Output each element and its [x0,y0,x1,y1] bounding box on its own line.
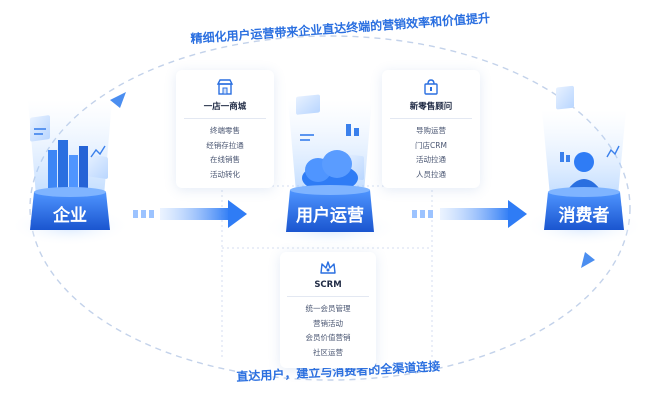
advisor-card: 新零售顾问 导购运营 门店CRM 活动拉通 人员拉通 [382,70,480,188]
mall-card-list: 终端零售 经销存拉通 在线销售 活动转化 [176,124,274,182]
advisor-card-list: 导购运营 门店CRM 活动拉通 人员拉通 [382,124,480,182]
scrm-card-list: 统一会员管理 营销活动 会员价值营销 社区运营 [280,302,376,360]
bottom-curve-arrowhead [581,252,595,268]
mall-card-title: 一店一商城 [203,102,247,112]
platform-label: 用户运营 [296,206,364,226]
list-item: 活动拉通 [416,155,446,164]
platform-node [262,94,398,248]
list-item: 统一会员管理 [305,304,351,313]
list-item: 导购运营 [416,126,446,135]
list-item: 终端零售 [210,126,240,135]
list-item: 会员价值营销 [305,333,351,342]
flow-arrow-left [133,200,247,228]
list-item: 社区运营 [313,347,343,357]
outer-dashed-ring [29,35,631,381]
store-icon [216,79,234,95]
list-item: 活动转化 [210,169,240,179]
scrm-card-title: SCRM [314,280,342,290]
shopping-bag-icon [424,79,438,95]
enterprise-label: 企业 [53,206,87,226]
advisor-card-divider [390,118,472,119]
consumer-label: 消费者 [558,206,610,226]
list-item: 人员拉通 [416,169,446,179]
list-item: 营销活动 [313,318,343,328]
chart-panel-icon [30,115,108,179]
cloud-icon [302,150,358,192]
list-item: 在线销售 [210,155,240,164]
crown-icon [320,261,336,274]
flow-arrow-right [412,200,527,228]
list-item: 门店CRM [415,140,447,150]
mall-card-divider [184,118,266,119]
list-item: 经销存拉通 [206,140,244,150]
consumer-node [524,85,644,246]
enterprise-node [10,100,130,246]
scrm-card: SCRM 统一会员管理 营销活动 会员价值营销 社区运营 [280,252,376,368]
building-icon [48,140,88,188]
top-curve-arrowhead [110,92,126,108]
scrm-card-divider [287,296,369,297]
mall-card: 一店一商城 终端零售 经销存拉通 在线销售 活动转化 [176,70,274,188]
advisor-card-title: 新零售顾问 [409,102,453,112]
